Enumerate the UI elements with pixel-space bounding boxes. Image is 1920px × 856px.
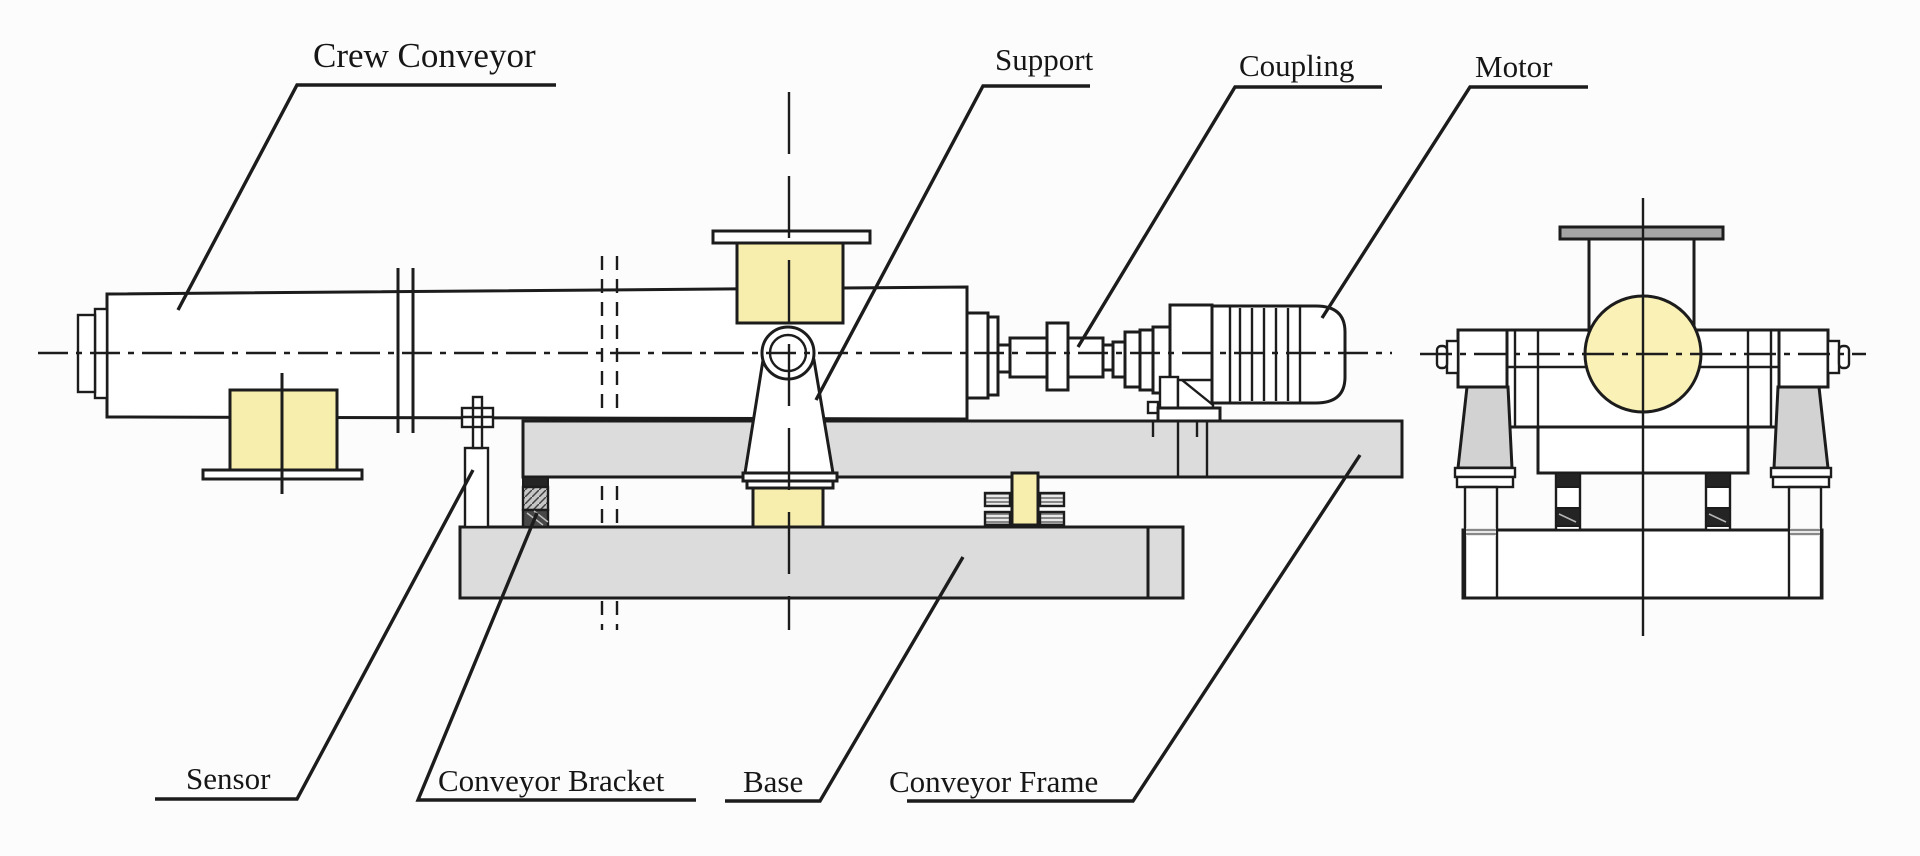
end-inlet-flange xyxy=(1558,225,1725,241)
sensor-post xyxy=(463,446,490,529)
conveyor-frame-plate xyxy=(521,419,1404,479)
label-conveyor-frame: Conveyor Frame xyxy=(889,764,1098,799)
inlet-flange xyxy=(711,229,872,245)
end-leg-post-left xyxy=(1463,485,1499,600)
end-leg-flange-right xyxy=(1769,466,1833,479)
leader-sensor xyxy=(155,469,475,801)
end-view xyxy=(1420,198,1866,636)
annotation-coupling: Coupling xyxy=(1076,48,1382,348)
motor-bracket xyxy=(1176,378,1215,410)
end-leg-flange-left2 xyxy=(1455,475,1515,489)
mount-stud-pad xyxy=(1038,491,1066,508)
end-shaft-cap-right xyxy=(1837,344,1851,370)
leader-support xyxy=(814,84,1090,401)
end-shaft-stub-right xyxy=(1826,339,1841,375)
support-yellow-pad xyxy=(751,486,825,529)
mount-stud-pad xyxy=(983,510,1012,527)
label-conveyor-bracket: Conveyor Bracket xyxy=(438,763,665,798)
annotations: Crew Conveyor Support Coupling Motor Sen… xyxy=(155,36,1588,803)
leader-conveyor-bracket xyxy=(415,512,696,802)
end-leg-gray-left xyxy=(1456,385,1514,470)
annotation-base: Base xyxy=(725,556,965,803)
motor-body xyxy=(1210,304,1347,405)
end-bracket-right xyxy=(1777,328,1830,389)
drive-shaft-coupling xyxy=(965,311,1115,400)
coupling-half-right xyxy=(1066,336,1105,379)
leader-conveyor-frame xyxy=(907,454,1362,803)
end-mount-right xyxy=(1704,471,1732,532)
label-base: Base xyxy=(743,764,803,799)
end-leg-flange-right2 xyxy=(1771,475,1831,489)
leader-coupling xyxy=(1076,85,1382,348)
gearbox-foot xyxy=(1158,375,1180,410)
label-motor: Motor xyxy=(1475,49,1553,84)
annotation-conveyor-frame: Conveyor Frame xyxy=(889,454,1362,803)
annotation-motor: Motor xyxy=(1320,49,1588,319)
mount-yellow-block xyxy=(1010,471,1040,527)
base-plate xyxy=(458,525,1185,600)
motor-cooling-fins xyxy=(1238,307,1302,402)
leader-crew-conveyor xyxy=(176,83,556,311)
leader-motor xyxy=(1320,85,1588,319)
vibration-mount xyxy=(983,471,1066,527)
annotation-support: Support xyxy=(814,42,1094,401)
mount-stud-pad xyxy=(983,491,1012,508)
sensor-assembly xyxy=(460,395,495,529)
annotation-conveyor-bracket: Conveyor Bracket xyxy=(415,512,696,802)
side-view xyxy=(38,92,1404,630)
end-leg-post-right xyxy=(1787,485,1823,600)
end-bracket-left xyxy=(1456,328,1509,389)
gearbox xyxy=(1111,303,1222,423)
end-shaft-stub-left xyxy=(1445,339,1460,375)
annotation-sensor: Sensor xyxy=(155,469,475,801)
mount-stud-pad xyxy=(1038,510,1066,527)
label-support: Support xyxy=(995,42,1094,77)
bracket-base-bar xyxy=(1156,406,1222,423)
label-crew-conveyor: Crew Conveyor xyxy=(313,36,536,75)
end-leg-hatch-left xyxy=(1466,528,1496,536)
end-mount-left xyxy=(1554,471,1582,532)
coupling-disc xyxy=(1045,321,1070,392)
end-leg-gray-right xyxy=(1772,385,1830,470)
label-coupling: Coupling xyxy=(1239,48,1354,83)
leader-base xyxy=(725,556,965,803)
end-leg-flange-left xyxy=(1453,466,1517,479)
coupling-half-left xyxy=(1008,336,1049,379)
sensor-bolt-grid xyxy=(462,408,493,427)
end-shaft-cap-left xyxy=(1435,344,1449,370)
end-leg-hatch-right xyxy=(1790,528,1820,536)
end-trough-walls xyxy=(1513,330,1773,427)
annotation-crew-conveyor: Crew Conveyor xyxy=(176,36,556,311)
end-inlet-tube-lines xyxy=(1587,238,1696,332)
motor-bracket-gusset xyxy=(1181,379,1214,406)
label-sensor: Sensor xyxy=(186,761,271,796)
